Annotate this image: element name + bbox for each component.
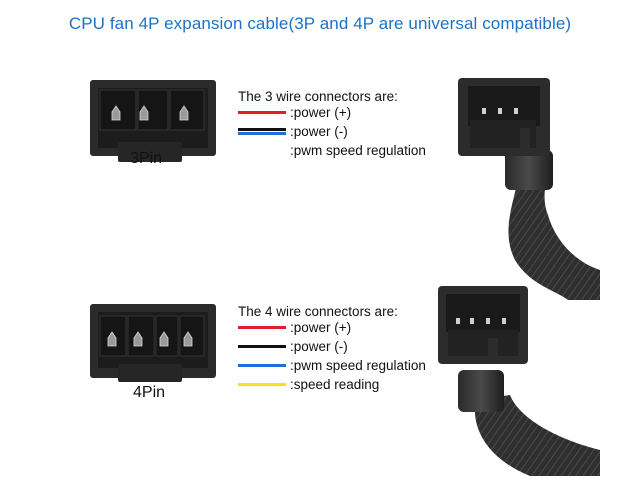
four-pin-legend-heading: The 4 wire connectors are: — [238, 304, 398, 319]
four-pin-cable-image — [438, 286, 600, 476]
four-pin-connector-image — [90, 304, 216, 382]
three-pin-legend-row: :power (+) — [238, 103, 351, 121]
three-pin-legend-heading: The 3 wire connectors are: — [238, 89, 398, 104]
four-pin-label: 4Pin — [133, 384, 166, 401]
blue-wire-swatch — [238, 363, 286, 367]
four-pin-legend-row: :power (+) — [238, 318, 351, 336]
three-pin-legend-row: :power (-) — [238, 122, 348, 140]
three-pin-label: 3Pin — [130, 150, 163, 167]
yellow-wire-swatch — [238, 382, 286, 386]
diagram-title: CPU fan 4P expansion cable(3P and 4P are… — [68, 14, 572, 33]
black-blue-wire-swatch — [238, 127, 286, 135]
four-pin-legend-row: :power (-) — [238, 337, 348, 355]
red-wire-swatch — [238, 110, 286, 114]
four-pin-legend-row: :pwm speed regulation — [238, 356, 426, 374]
black-wire-swatch — [238, 344, 286, 348]
three-pin-connector-image — [90, 80, 216, 162]
three-pin-legend-row: :pwm speed regulation — [290, 142, 426, 158]
red-wire-swatch — [238, 325, 286, 329]
three-pin-cable-image — [458, 78, 600, 300]
four-pin-legend-row: :speed reading — [238, 375, 379, 393]
